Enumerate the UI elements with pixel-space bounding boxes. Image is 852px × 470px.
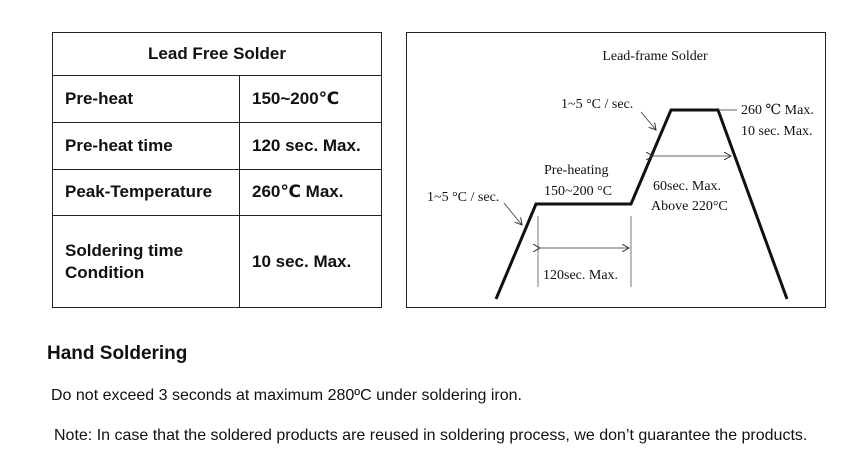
ramp-rate-left-label: 1~5 °C / sec. <box>427 190 499 205</box>
value-cell: 260℃ Max. <box>239 168 382 217</box>
preheat-time-label: 120sec. Max. <box>543 268 618 283</box>
solder-profile-diagram: Lead-frame Solder 1~5 °C / sec. 260 ℃ Ma… <box>427 49 814 300</box>
param-cell: Soldering time Condition <box>52 215 240 308</box>
table-row: Pre-heat 150~200℃ <box>52 75 382 123</box>
lead-frame-solder-profile: Lead-frame Solder 1~5 °C / sec. 260 ℃ Ma… <box>406 32 826 308</box>
ramp-rate-top-label: 1~5 °C / sec. <box>561 97 633 112</box>
value-cell: 120 sec. Max. <box>239 121 382 170</box>
above-time-label: 60sec. Max. <box>653 179 721 194</box>
preheat-label: Pre-heating <box>544 163 609 178</box>
table-row: Pre-heat time 120 sec. Max. <box>52 121 382 170</box>
table-row: Soldering time Condition 10 sec. Max. <box>52 215 382 308</box>
table-title: Lead Free Solder <box>52 32 382 76</box>
param-cell: Peak-Temperature <box>52 168 240 217</box>
param-cell: Pre-heat time <box>52 121 240 170</box>
peak-temp-label: 260 ℃ Max. <box>741 103 814 118</box>
peak-time-label: 10 sec. Max. <box>741 124 813 139</box>
profile-title: Lead-frame Solder <box>602 49 708 64</box>
param-line-2: Condition <box>65 262 145 282</box>
preheat-range-label: 150~200 °C <box>544 184 612 199</box>
value-cell: 150~200℃ <box>239 75 382 123</box>
hand-soldering-instruction: Do not exceed 3 seconds at maximum 280ºC… <box>51 387 522 404</box>
above-temp-label: Above 220°C <box>651 199 728 214</box>
ramp-up-leader-arrow <box>640 111 656 130</box>
hand-soldering-heading: Hand Soldering <box>47 343 188 364</box>
param-line-1: Soldering time <box>65 240 184 260</box>
table-row: Peak-Temperature 260℃ Max. <box>52 168 382 217</box>
ramp-left-leader-arrow <box>503 202 522 225</box>
lead-free-solder-table: Lead Free Solder Pre-heat 150~200℃ Pre-h… <box>52 32 382 308</box>
value-cell: 10 sec. Max. <box>239 215 382 308</box>
hand-soldering-note: Note: In case that the soldered products… <box>54 427 808 444</box>
param-cell: Pre-heat <box>52 75 240 123</box>
